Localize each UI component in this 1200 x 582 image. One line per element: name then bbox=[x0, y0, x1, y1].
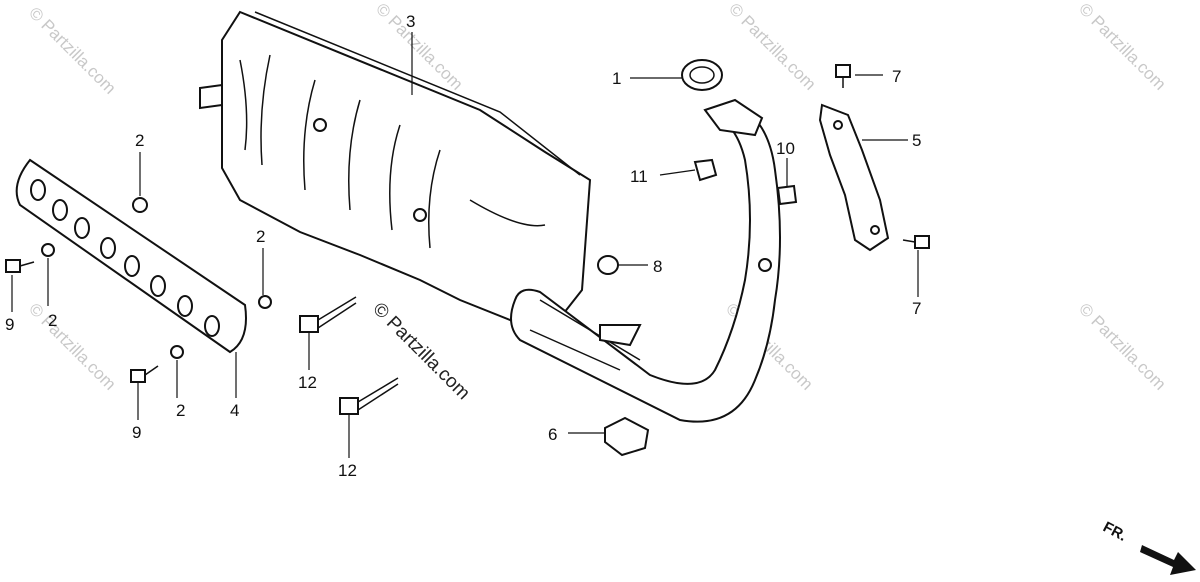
callout-1: 1 bbox=[612, 69, 621, 88]
watermark-top-left: © Partzilla.com bbox=[25, 3, 119, 97]
washer-2a bbox=[132, 197, 148, 213]
bolt-12a bbox=[299, 296, 357, 333]
callout-9a: 9 bbox=[5, 315, 14, 334]
callout-8: 8 bbox=[653, 257, 662, 276]
bolt-9b bbox=[130, 365, 159, 383]
callouts: 1 2 2 2 2 3 4 5 6 7 7 8 9 9 10 11 12 12 bbox=[5, 12, 921, 480]
leader-lines bbox=[11, 32, 919, 458]
callout-7a: 7 bbox=[892, 67, 901, 86]
callout-12a: 12 bbox=[298, 373, 317, 392]
callout-10: 10 bbox=[776, 139, 795, 158]
nut-11 bbox=[693, 158, 718, 182]
watermark-bottom-far-right: © Partzilla.com bbox=[1075, 299, 1169, 393]
callout-9b: 9 bbox=[132, 423, 141, 442]
callout-2c: 2 bbox=[256, 227, 265, 246]
front-direction-label: FR. bbox=[1100, 519, 1129, 545]
callout-2a: 2 bbox=[135, 131, 144, 150]
callout-5: 5 bbox=[912, 131, 921, 150]
muffler-protector bbox=[15, 158, 247, 354]
pipe-protector bbox=[818, 103, 890, 252]
nut-10 bbox=[776, 184, 798, 206]
watermark-bottom-left: © Partzilla.com bbox=[25, 299, 119, 393]
watermark-top-far-right: © Partzilla.com bbox=[1075, 0, 1169, 94]
bolt-7b bbox=[902, 235, 930, 249]
bolt-12b bbox=[339, 377, 399, 415]
gasket bbox=[681, 59, 723, 91]
callout-7b: 7 bbox=[912, 299, 921, 318]
callout-3: 3 bbox=[406, 12, 415, 31]
washer-2c bbox=[258, 295, 272, 309]
bolt-7a bbox=[835, 64, 851, 88]
washer-2b bbox=[41, 243, 55, 257]
callout-12b: 12 bbox=[338, 461, 357, 480]
muffler bbox=[199, 10, 592, 330]
callout-11: 11 bbox=[630, 167, 648, 186]
washer-2d bbox=[170, 345, 184, 359]
watermark-top-right: © Partzilla.com bbox=[725, 0, 819, 94]
callout-2b: 2 bbox=[48, 311, 57, 330]
callout-6: 6 bbox=[548, 425, 557, 444]
clip-6 bbox=[604, 416, 650, 457]
callout-2d: 2 bbox=[176, 401, 185, 420]
front-arrow-icon bbox=[1140, 545, 1196, 575]
watermark-center: © Partzilla.com bbox=[368, 299, 473, 404]
rubber-mount-8 bbox=[597, 255, 619, 275]
exhaust-pipe bbox=[510, 98, 781, 423]
front-direction-indicator: FR. bbox=[1100, 519, 1196, 575]
bolt-9a bbox=[5, 259, 35, 273]
callout-4: 4 bbox=[230, 401, 239, 420]
